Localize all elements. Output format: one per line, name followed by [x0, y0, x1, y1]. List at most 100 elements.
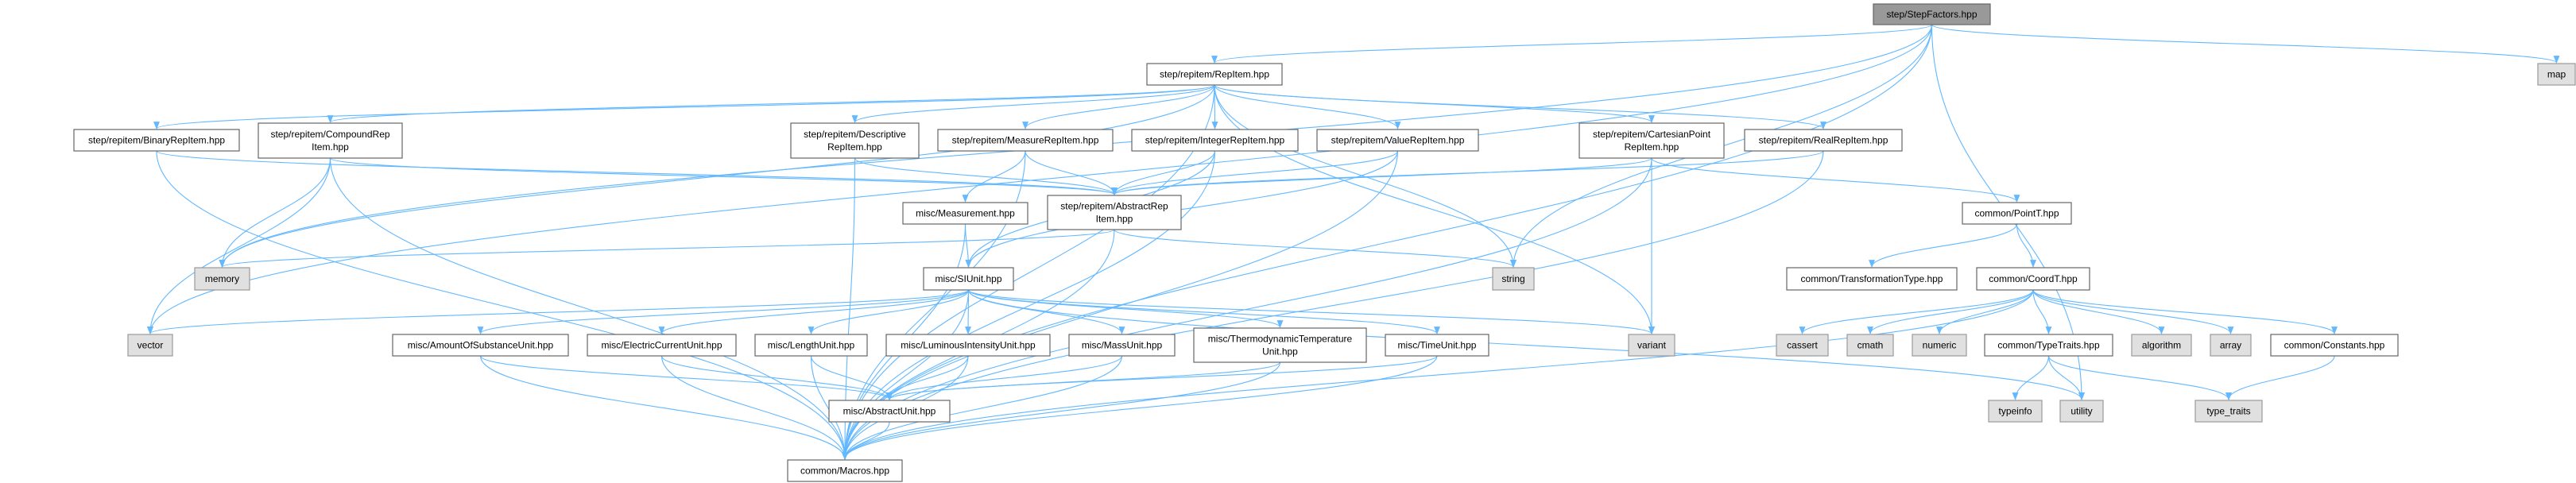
- node-label: numeric: [1923, 340, 1957, 351]
- node-abstractunit[interactable]: misc/AbstractUnit.hpp: [828, 400, 951, 423]
- edge-stepfactors-to-repitem: [1211, 24, 1933, 64]
- edge-coordt-to-array: [2032, 289, 2234, 334]
- node-box: [1146, 63, 1283, 86]
- node-box: [2131, 334, 2192, 357]
- node-amount[interactable]: misc/AmountOfSubstanceUnit.hpp: [392, 334, 569, 357]
- node-label: step/repitem/MeasureRepItem.hpp: [952, 135, 1099, 146]
- node-box: [1628, 334, 1675, 357]
- node-box: [1976, 267, 2090, 291]
- edge-repitem-to-compound: [327, 84, 1215, 123]
- node-siunit[interactable]: misc/SIUnit.hpp: [923, 267, 1014, 291]
- node-box: [587, 334, 737, 357]
- node-label: type_traits: [2206, 406, 2250, 417]
- node-mass[interactable]: misc/MassUnit.hpp: [1068, 334, 1176, 357]
- edge-repitem-to-string: [1214, 84, 1517, 268]
- node-macros[interactable]: common/Macros.hpp: [787, 459, 903, 482]
- node-length[interactable]: misc/LengthUnit.hpp: [754, 334, 868, 357]
- node-label: step/repitem/BinaryRepItem.hpp: [88, 135, 225, 146]
- edge-real-to-macros: [842, 150, 1824, 460]
- edge-siunit-to-time: [967, 289, 1440, 334]
- node-box: [902, 202, 1028, 225]
- node-typeinfo: typeinfo: [1988, 400, 2043, 423]
- edge-mass-to-macros: [842, 355, 1123, 460]
- node-box: [2537, 63, 2576, 86]
- node-label: step/repitem/AbstractRep: [1060, 201, 1168, 212]
- node-label: Unit.hpp: [1262, 346, 1298, 357]
- edge-coordt-to-cassert: [1799, 289, 2034, 334]
- node-repitem[interactable]: step/repitem/RepItem.hpp: [1146, 63, 1283, 86]
- node-label: common/TransformationType.hpp: [1801, 273, 1943, 284]
- edge-abstractrep-to-string: [1114, 229, 1517, 268]
- edge-thermo-to-abstractunit: [886, 361, 1281, 400]
- node-label: misc/SIUnit.hpp: [935, 273, 1001, 284]
- edge-measurerep-to-abstractrep: [1025, 150, 1118, 195]
- edge-length-to-macros: [810, 355, 848, 460]
- node-transformation[interactable]: common/TransformationType.hpp: [1786, 267, 1958, 291]
- node-label: misc/LengthUnit.hpp: [768, 340, 855, 351]
- edge-siunit-to-amount: [477, 289, 970, 334]
- node-cmath: cmath: [1846, 334, 1894, 357]
- node-coordt[interactable]: common/CoordT.hpp: [1976, 267, 2090, 291]
- node-value[interactable]: step/repitem/ValueRepItem.hpp: [1316, 129, 1479, 152]
- node-label: typeinfo: [1998, 406, 2032, 417]
- node-label: misc/ThermodynamicTemperature: [1208, 334, 1353, 345]
- node-label: common/CoordT.hpp: [1989, 273, 2078, 284]
- node-label: cmath: [1857, 340, 1884, 351]
- node-box: [392, 334, 569, 357]
- edge-time-to-macros: [842, 355, 1438, 460]
- node-typetraits[interactable]: common/TypeTraits.hpp: [1984, 334, 2113, 357]
- edge-repitem-to-measurerep: [1022, 84, 1215, 129]
- node-label: misc/TimeUnit.hpp: [1398, 340, 1477, 351]
- edge-integer-to-abstractrep: [1111, 150, 1216, 195]
- edge-repitem-to-memory: [219, 84, 1215, 268]
- node-label: common/Macros.hpp: [800, 466, 889, 477]
- node-box: [754, 334, 868, 357]
- node-box: [1744, 129, 1903, 152]
- node-pointt[interactable]: common/PointT.hpp: [1962, 202, 2072, 225]
- node-electric[interactable]: misc/ElectricCurrentUnit.hpp: [587, 334, 737, 357]
- edge-amount-to-abstractunit: [479, 355, 893, 400]
- node-box: [787, 459, 903, 482]
- node-box: [258, 122, 403, 159]
- edge-siunit-to-mass: [967, 289, 1125, 334]
- node-label: memory: [205, 273, 239, 284]
- node-label: misc/LuminousIntensityUnit.hpp: [901, 340, 1036, 351]
- node-box: [1962, 202, 2072, 225]
- node-box: [2210, 334, 2252, 357]
- node-measurerep[interactable]: step/repitem/MeasureRepItem.hpp: [937, 129, 1114, 152]
- node-box: [1984, 334, 2113, 357]
- edge-siunit-to-utility: [967, 289, 2085, 400]
- node-measurement[interactable]: misc/Measurement.hpp: [902, 202, 1028, 225]
- node-label: Item.hpp: [1096, 214, 1133, 225]
- node-box: [2194, 400, 2263, 423]
- node-real[interactable]: step/repitem/RealRepItem.hpp: [1744, 129, 1903, 152]
- node-box: [790, 122, 920, 159]
- node-utility: utility: [2059, 400, 2104, 423]
- node-integer[interactable]: step/repitem/IntegerRepItem.hpp: [1131, 129, 1299, 152]
- node-box: [127, 334, 173, 357]
- node-label: misc/ElectricCurrentUnit.hpp: [601, 340, 722, 351]
- node-label: cassert: [1787, 340, 1818, 351]
- edge-compound-to-vector: [147, 157, 331, 334]
- node-luminous[interactable]: misc/LuminousIntensityUnit.hpp: [885, 334, 1051, 357]
- edge-thermo-to-macros: [842, 361, 1281, 460]
- node-label: Item.hpp: [312, 141, 349, 153]
- edge-siunit-to-variant: [967, 289, 1655, 334]
- node-binary[interactable]: step/repitem/BinaryRepItem.hpp: [73, 129, 240, 152]
- node-map: map: [2537, 63, 2576, 86]
- node-label: variant: [1637, 340, 1667, 351]
- edge-electric-to-abstractunit: [660, 355, 893, 400]
- node-box: [1912, 334, 1967, 357]
- node-box: [194, 267, 250, 291]
- node-time[interactable]: misc/TimeUnit.hpp: [1385, 334, 1489, 357]
- edge-coordt-to-numeric: [1936, 289, 2034, 334]
- node-constants[interactable]: common/Constants.hpp: [2270, 334, 2399, 357]
- nodes-layer: step/StepFactors.hppmapstep/repitem/RepI…: [73, 3, 2576, 482]
- node-array: array: [2210, 334, 2252, 357]
